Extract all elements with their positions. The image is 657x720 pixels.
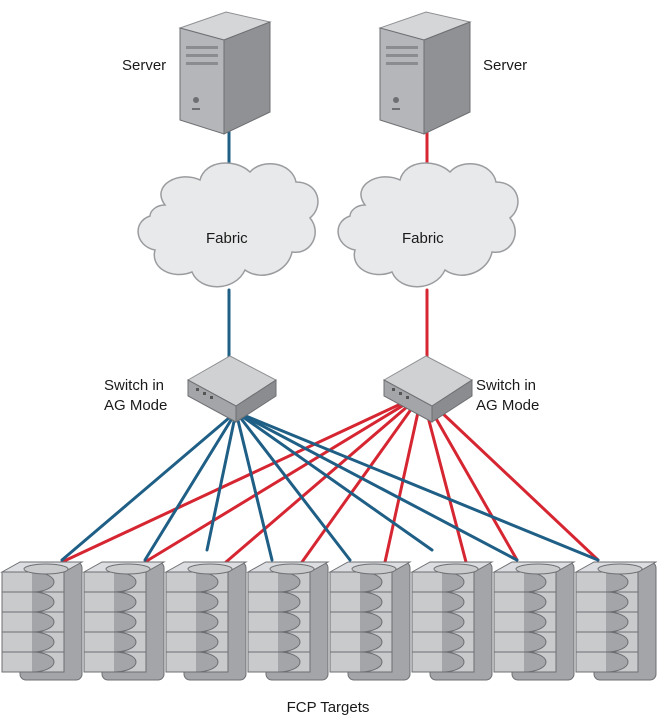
switch-target-link xyxy=(60,410,238,562)
storage-array-icon xyxy=(574,561,657,681)
switch-label-line1: Switch in xyxy=(476,377,536,394)
fcp-targets-label: FCP Targets xyxy=(287,699,370,716)
switch-target-link xyxy=(143,392,424,564)
storage-array-icon xyxy=(410,561,494,681)
server-label: Server xyxy=(483,57,527,74)
switch-target-link xyxy=(234,410,519,562)
switch-target-link xyxy=(143,410,238,562)
links-layer xyxy=(60,116,600,564)
server-label: Server xyxy=(122,57,166,74)
switch-target-link xyxy=(234,410,434,552)
fcp-targets-group xyxy=(0,561,657,681)
fabric-label: Fabric xyxy=(402,230,444,247)
switch-label-line2: AG Mode xyxy=(104,397,167,414)
cloud-icon xyxy=(337,162,519,288)
switch-target-link xyxy=(420,392,519,562)
storage-array-icon xyxy=(328,561,412,681)
switch-target-link xyxy=(224,392,424,564)
switch-label-line2: AG Mode xyxy=(476,397,539,414)
storage-array-icon xyxy=(164,561,248,681)
fabric-label: Fabric xyxy=(206,230,248,247)
switch-icon xyxy=(382,355,473,423)
switch-target-link xyxy=(234,410,352,562)
switch-target-link xyxy=(383,392,424,564)
storage-array-icon xyxy=(0,561,84,681)
server-icon xyxy=(378,11,472,135)
switch-target-link xyxy=(205,410,238,552)
switch-label-line1: Switch in xyxy=(104,377,164,394)
switch-icon xyxy=(186,355,277,423)
server-left: Server xyxy=(122,11,272,135)
server-icon xyxy=(178,11,272,135)
storage-array-icon xyxy=(82,561,166,681)
cloud-icon xyxy=(137,162,319,288)
storage-array-icon xyxy=(246,561,330,681)
switch-target-link xyxy=(60,392,424,564)
switch-target-link xyxy=(234,410,274,562)
switch-target-link xyxy=(234,410,600,562)
fabric-cloud-right: Fabric xyxy=(337,162,519,288)
switch-right: Switch in AG Mode xyxy=(382,355,539,423)
storage-array-icon xyxy=(492,561,576,681)
fabric-cloud-left: Fabric xyxy=(137,162,319,288)
switch-left: Switch in AG Mode xyxy=(104,355,277,423)
server-right: Server xyxy=(378,11,527,135)
switch-target-link xyxy=(420,392,600,562)
switch-target-link xyxy=(420,392,468,564)
